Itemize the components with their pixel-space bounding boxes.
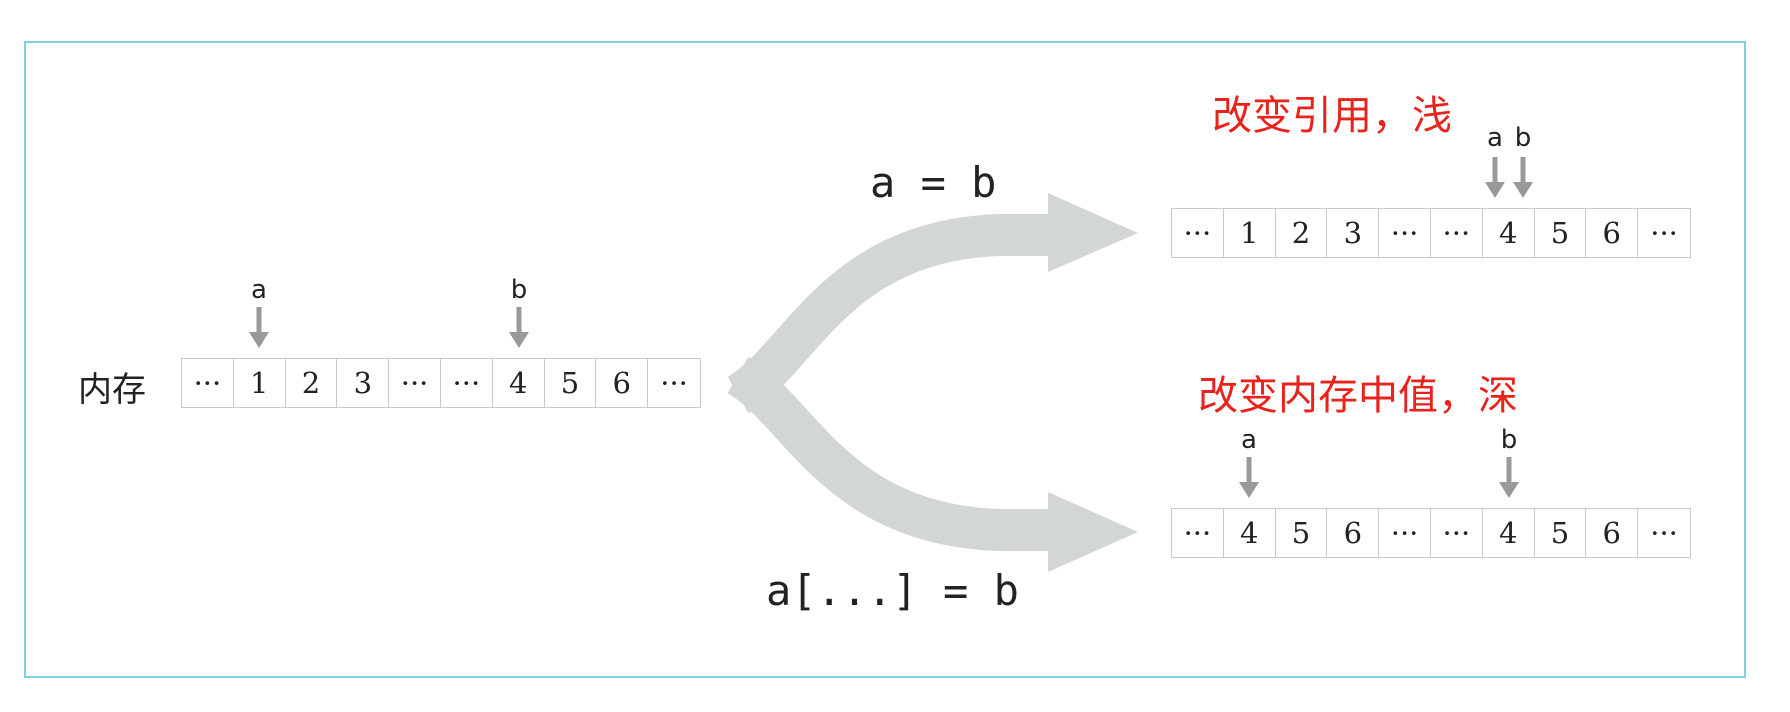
memory-cell: ··· bbox=[1172, 509, 1224, 557]
memory-cell: 1 bbox=[234, 359, 286, 407]
memory-cell: 6 bbox=[596, 359, 649, 407]
memory-cell: ··· bbox=[1431, 509, 1483, 557]
memory-cell: ··· bbox=[1650, 216, 1678, 250]
memory-cell: 6 bbox=[1586, 209, 1639, 257]
memory-cell: 5 bbox=[1276, 509, 1328, 557]
shallow-note: 改变引用，浅 bbox=[1212, 93, 1452, 139]
pointer-label-a: a bbox=[251, 275, 267, 305]
memory-cell: 2 bbox=[1276, 209, 1328, 257]
memory-cell: ··· bbox=[389, 359, 441, 407]
pointer-label-a: a bbox=[1487, 123, 1503, 153]
memory-cell: 5 bbox=[545, 359, 597, 407]
memory-cell: ··· bbox=[1172, 209, 1224, 257]
memory-cell: 1 bbox=[1224, 209, 1276, 257]
pointer-label-b: b bbox=[1500, 425, 1518, 455]
pointer-label-b: b bbox=[510, 275, 528, 305]
memory-cell: ··· bbox=[182, 359, 234, 407]
memory-cell: 4 bbox=[1224, 509, 1276, 557]
shallow-operation-label: a = b bbox=[870, 158, 997, 207]
deep-branch-arrow bbox=[726, 356, 1050, 551]
memory-cell: ··· bbox=[441, 359, 493, 407]
memory-cell: 5 bbox=[1535, 509, 1587, 557]
memory-cell: 3 bbox=[337, 359, 390, 407]
memory-cell: ··· bbox=[660, 366, 688, 400]
shallow-branch-arrowhead bbox=[1048, 193, 1138, 272]
deep-note: 改变内存中值，深 bbox=[1198, 373, 1518, 419]
memory-label: 内存 bbox=[78, 370, 146, 410]
pointer-label-a: a bbox=[1241, 425, 1257, 455]
pointer-label-b: b bbox=[1514, 123, 1532, 153]
memory-cell: 4 bbox=[1483, 509, 1535, 557]
deep-operation-label: a[...] = b bbox=[766, 566, 1019, 615]
memory-cell: 3 bbox=[1327, 209, 1380, 257]
memory-cell: 6 bbox=[1586, 509, 1639, 557]
diagram-frame bbox=[24, 41, 1746, 678]
memory-cell: 5 bbox=[1535, 209, 1587, 257]
memory-cell: ··· bbox=[1650, 516, 1678, 550]
memory-cell: ··· bbox=[1431, 209, 1483, 257]
deep-branch-arrowhead bbox=[1048, 492, 1138, 572]
memory-cell: ··· bbox=[1379, 209, 1431, 257]
memory-cell: 2 bbox=[286, 359, 338, 407]
memory-cell: 4 bbox=[1483, 209, 1535, 257]
memory-cell: 6 bbox=[1327, 509, 1380, 557]
memory-cell: 4 bbox=[493, 359, 545, 407]
memory-cell: ··· bbox=[1379, 509, 1431, 557]
